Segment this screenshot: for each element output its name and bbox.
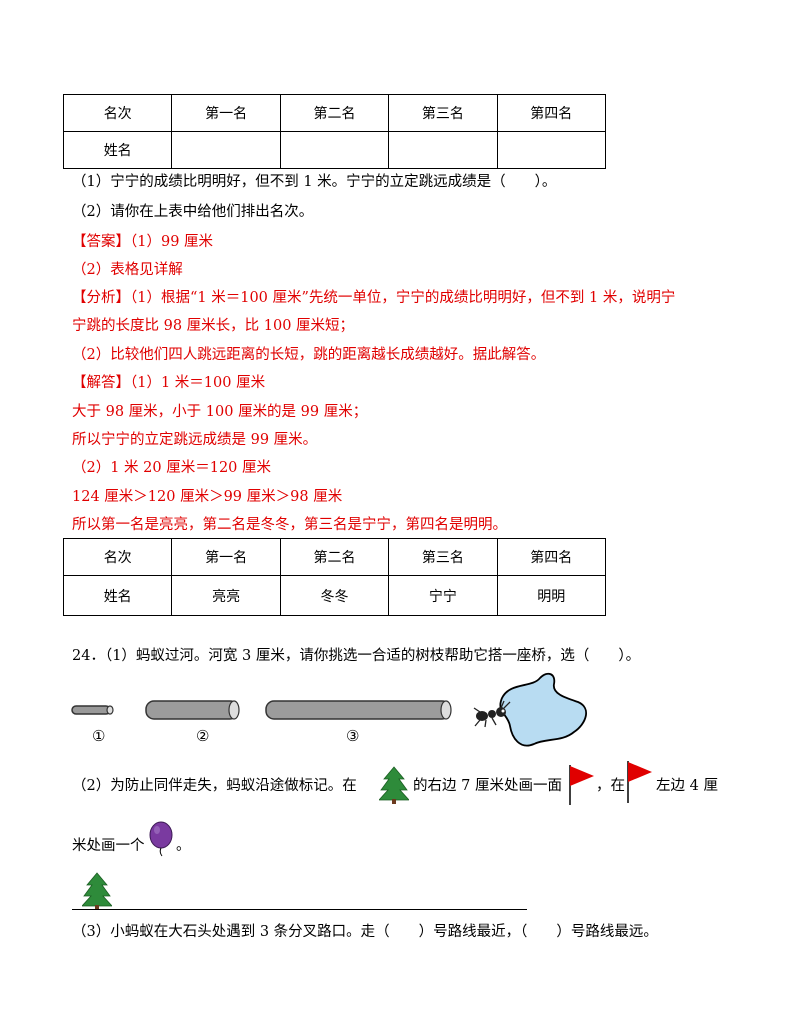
question-24-part-2f: 。	[176, 838, 191, 854]
table-cell: 名次	[62, 538, 173, 576]
question-24-part-2d: 左边 4 厘	[656, 778, 718, 794]
question-24-part-2a: （2）为防止同伴走失，蚂蚁沿途做标记。在	[72, 778, 357, 794]
tree-icon	[379, 766, 409, 804]
table-cell: 明明	[496, 575, 607, 616]
question-1: （1）宁宁的成绩比明明好，但不到 1 米。宁宁的立定跳远成绩是（ ）。	[72, 174, 557, 190]
branch-sticks	[70, 695, 470, 725]
ant-icon	[473, 700, 511, 728]
table-cell: 第三名	[388, 94, 498, 132]
balloon-icon	[148, 821, 174, 857]
ranking-table-answer: 名次 第一名 第二名 第三名 第四名 姓名 亮亮 冬冬 宁宁 明明	[62, 538, 607, 616]
question-24-part-2e: 米处画一个	[72, 838, 145, 854]
table-cell: 第四名	[496, 94, 607, 132]
ant-and-river	[470, 668, 590, 750]
table-cell: 姓名	[62, 575, 173, 616]
table-cell	[388, 131, 498, 169]
stick-3-icon	[265, 700, 452, 720]
table-cell: 姓名	[62, 131, 173, 169]
table-cell: 第二名	[279, 538, 390, 576]
answer-line-2: （2）表格见详解	[72, 262, 183, 278]
stick-label-2: ②	[196, 727, 210, 745]
solution-line-2: 大于 98 厘米，小于 100 厘米的是 99 厘米；	[72, 404, 368, 420]
question-24-part-1: 24．（1）蚂蚁过河。河宽 3 厘米，请你挑选一合适的树枝帮助它搭一座桥，选（ …	[72, 648, 641, 664]
marking-line	[72, 909, 527, 910]
tree-icon	[82, 872, 112, 910]
table-cell: 第一名	[171, 94, 281, 132]
question-24-part-2c: ，在	[596, 778, 625, 794]
table-header-row: 名次 第一名 第二名 第三名 第四名	[62, 94, 607, 132]
stick-2-icon	[145, 700, 240, 720]
table-cell: 亮亮	[171, 575, 281, 616]
table-row: 姓名 亮亮 冬冬 宁宁 明明	[62, 575, 607, 616]
table-cell	[279, 131, 390, 169]
stick-label-3: ③	[346, 727, 360, 745]
flag-icon	[568, 764, 596, 806]
question-2: （2）请你在上表中给他们排出名次。	[72, 204, 314, 220]
table-cell: 名次	[62, 94, 173, 132]
question-24-part-3: （3）小蚂蚁在大石头处遇到 3 条分叉路口。走（ ）号路线最近，（ ）号路线最远…	[72, 924, 658, 940]
table-cell: 第一名	[171, 538, 281, 576]
analysis-line-2: 宁跳的长度比 98 厘米长，比 100 厘米短；	[72, 318, 355, 334]
river-icon	[499, 672, 587, 747]
solution-line-4: （2）1 米 20 厘米＝120 厘米	[72, 460, 272, 476]
stick-1-icon	[71, 705, 114, 715]
analysis-line-1: 【分析】（1）根据“1 米＝100 厘米”先统一单位，宁宁的成绩比明明好，但不到…	[72, 290, 676, 306]
analysis-line-3: （2）比较他们四人跳远距离的长短，跳的距离越长成绩越好。据此解答。	[72, 347, 546, 363]
table-cell: 第二名	[279, 94, 390, 132]
table-header-row: 名次 第一名 第二名 第三名 第四名	[62, 538, 607, 576]
stick-label-1: ①	[92, 727, 106, 745]
table-cell: 冬冬	[279, 575, 390, 616]
table-cell: 宁宁	[388, 575, 498, 616]
flag-icon	[626, 760, 654, 804]
table-cell	[171, 131, 281, 169]
table-row: 姓名	[62, 131, 607, 169]
table-cell	[496, 131, 607, 169]
solution-line-1: 【解答】（1）1 米＝100 厘米	[72, 375, 266, 391]
solution-line-6: 所以第一名是亮亮，第二名是冬冬，第三名是宁宁，第四名是明明。	[72, 517, 507, 533]
ranking-table-blank: 名次 第一名 第二名 第三名 第四名 姓名	[62, 94, 607, 169]
answer-line-1: 【答案】（1）99 厘米	[72, 234, 214, 250]
solution-line-3: 所以宁宁的立定跳远成绩是 99 厘米。	[72, 432, 318, 448]
table-cell: 第三名	[388, 538, 498, 576]
question-24-part-2b: 的右边 7 厘米处画一面	[413, 778, 562, 794]
solution-line-5: 124 厘米＞120 厘米＞99 厘米＞98 厘米	[72, 489, 343, 505]
table-cell: 第四名	[496, 538, 607, 576]
